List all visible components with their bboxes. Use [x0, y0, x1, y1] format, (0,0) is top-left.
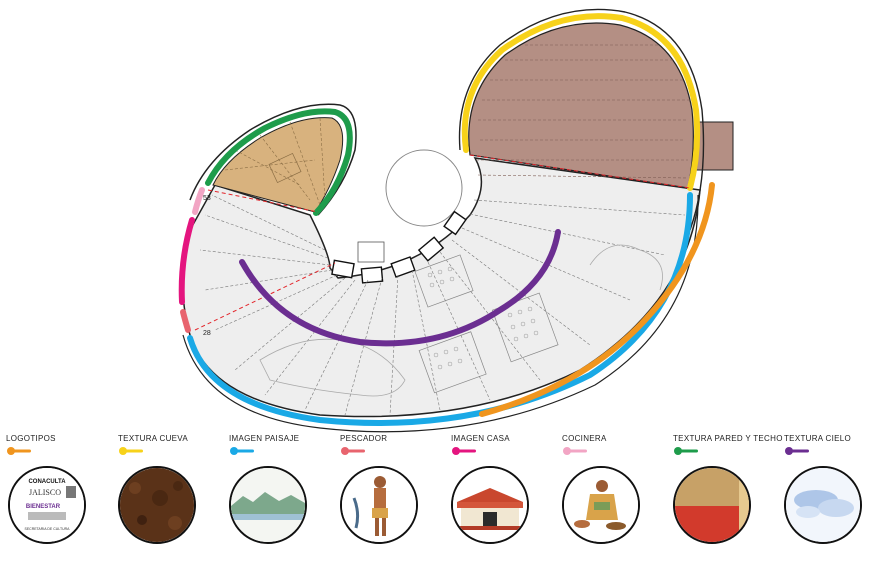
- fisherman-swatch: [340, 466, 418, 544]
- floor-landscape-outline: [259, 338, 406, 397]
- cook-swatch: [562, 466, 640, 544]
- cave-outer-wall: [458, 8, 705, 231]
- wall-roof-texture-strip: [205, 108, 353, 216]
- house-swatch: [451, 466, 529, 544]
- legend-label: IMAGEN PAISAJE: [229, 434, 300, 443]
- wall-roof-key-icon: [674, 447, 698, 455]
- section-label-a: 53: [203, 195, 211, 202]
- seat-dots: [427, 266, 539, 370]
- house-key-icon: [452, 447, 476, 455]
- cave-texture-key-icon: [119, 447, 143, 455]
- wall-roof-texture-swatch: [673, 466, 751, 544]
- legend-label: TEXTURA CUEVA: [118, 434, 188, 443]
- cave-texture-swatch: [118, 466, 196, 544]
- logo-conaculta: CONACULTA: [28, 479, 66, 485]
- fisherman-key-icon: [341, 447, 365, 455]
- legend-label: IMAGEN CASA: [451, 434, 510, 443]
- cave-grid-lines: [476, 44, 690, 179]
- legend-label: PESCADOR: [340, 434, 388, 443]
- cook-key-icon: [563, 447, 587, 455]
- logo-bienestar: BIENESTAR: [26, 504, 61, 510]
- landscape-key-icon: [230, 447, 254, 455]
- outer-wall: [189, 103, 357, 216]
- hut-room: [212, 117, 344, 213]
- logos-strip: [479, 182, 715, 417]
- floor-right-outline: [589, 244, 663, 291]
- seat-grids: [414, 254, 559, 394]
- sky-key-icon: [785, 447, 809, 455]
- central-column: [385, 149, 463, 227]
- logos-key-icon: [7, 447, 31, 455]
- floor-outer-border: [182, 194, 699, 433]
- hut-hearth: [268, 152, 302, 184]
- logo-jalisco: JALISCO: [29, 488, 61, 497]
- cave-room: [468, 22, 694, 189]
- legend: LOGOTIPOS TEXTURA CUEVA IMAGEN PAISAJE P…: [0, 434, 870, 581]
- landscape-swatch: [229, 466, 307, 544]
- sky-texture-strip: [239, 229, 561, 347]
- section-label-b: 28: [203, 330, 211, 337]
- section-line-upper: [207, 189, 319, 213]
- legend-label: COCINERA: [562, 434, 607, 443]
- logo-secretaria: SECRETARIA DE CULTURA: [25, 527, 71, 531]
- central-plinth: [357, 241, 385, 263]
- cave-exit: [694, 121, 734, 171]
- floor-plan: 53 28: [178, 8, 734, 433]
- legend-label: LOGOTIPOS: [6, 434, 56, 443]
- step-blocks: [331, 210, 467, 284]
- cook-strip-bottom: [180, 309, 191, 333]
- legend-label: TEXTURA PARED Y TECHO: [673, 434, 783, 443]
- legend-label: TEXTURA CIELO: [784, 434, 852, 443]
- logos-swatch: CONACULTA JALISCO BIENESTAR SECRETARIA D…: [8, 466, 86, 544]
- house-image-strip: [178, 217, 195, 305]
- hut-grid-lines: [224, 117, 326, 206]
- sky-texture-swatch: [784, 466, 862, 544]
- cook-strip-top: [192, 187, 205, 215]
- cave-texture-strip: [461, 13, 701, 191]
- section-line-cave: [469, 154, 691, 189]
